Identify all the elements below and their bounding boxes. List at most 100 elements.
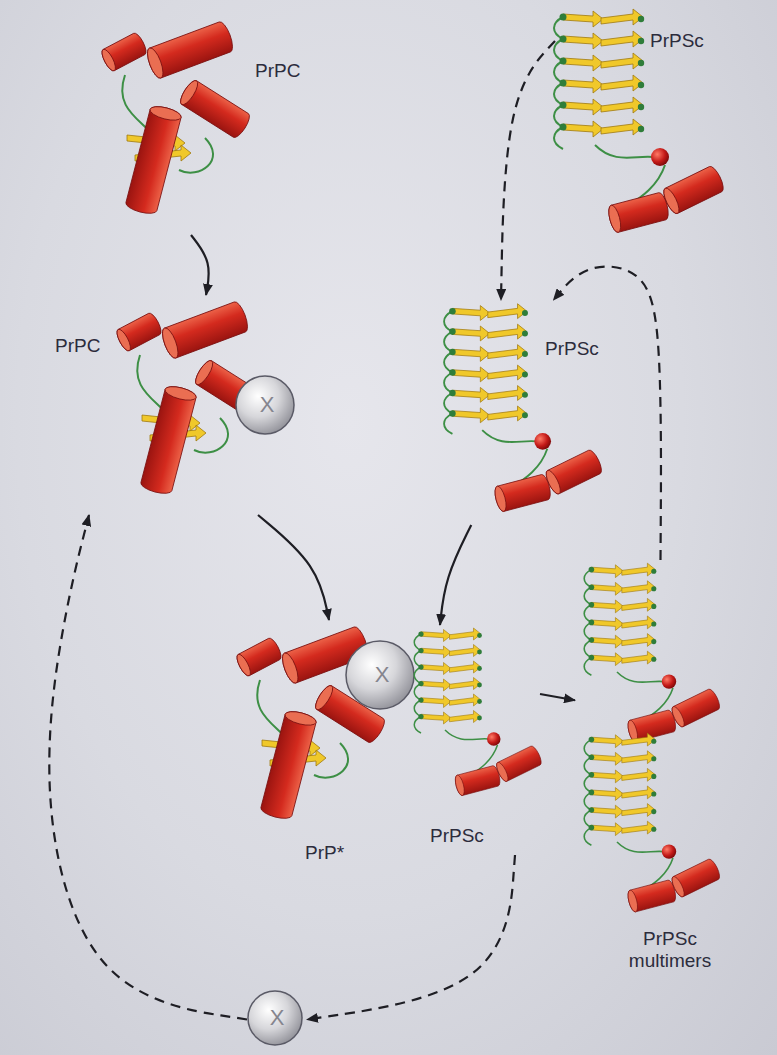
helix-cylinder — [234, 636, 283, 677]
beta-strand — [563, 121, 603, 137]
helix-body — [234, 636, 283, 677]
loop-line — [584, 622, 591, 640]
loop-line — [584, 587, 591, 605]
beta-strand — [591, 752, 623, 765]
helix-cap — [149, 104, 183, 123]
helix-cap — [661, 186, 682, 215]
beta-strand — [622, 651, 656, 664]
residue-dot — [638, 104, 644, 110]
beta-strand — [450, 678, 482, 690]
helix-cap — [114, 327, 133, 352]
beta-strand — [591, 805, 623, 818]
helix-cylinder — [260, 709, 318, 821]
helix-cap — [234, 652, 253, 677]
helix-body — [670, 688, 722, 729]
beta-strand — [421, 712, 451, 724]
red-ball — [662, 674, 676, 688]
beta-strand — [622, 598, 656, 611]
beta-strand — [488, 324, 527, 339]
beta-strand — [488, 304, 527, 319]
protein-structure — [99, 20, 252, 216]
helix-body — [178, 78, 253, 140]
beta-strand — [601, 9, 643, 25]
prion-protein: PrPSc multimers — [575, 560, 765, 985]
protein-x-sphere: X — [235, 375, 299, 438]
helix-cylinder — [670, 688, 722, 729]
residue-dot — [477, 683, 482, 688]
loop-line — [554, 127, 563, 149]
residue-dot — [589, 655, 595, 661]
beta-strand — [622, 581, 656, 594]
red-ball — [662, 844, 676, 858]
residue-dot — [522, 371, 528, 377]
beta-strand — [452, 367, 489, 382]
residue-dot — [522, 412, 528, 418]
helix-cylinder — [178, 78, 253, 140]
red-ball — [534, 433, 551, 450]
residue-dot — [418, 648, 423, 653]
helix-cap — [670, 705, 687, 729]
residue-dot — [477, 699, 482, 704]
residue-dot — [651, 739, 656, 744]
residue-dot — [522, 392, 528, 398]
beta-strand — [591, 770, 623, 783]
protein-label: PrPSc — [430, 825, 484, 847]
helix-body — [606, 191, 670, 233]
beta-strand — [622, 804, 656, 817]
residue-dot — [418, 714, 423, 719]
prion-protein: PrPSc — [445, 300, 620, 525]
beta-strand — [563, 99, 603, 115]
helix-cylinder — [543, 448, 604, 496]
protein-label: PrPSc — [650, 30, 704, 52]
helix-cylinder — [606, 191, 670, 233]
helix-cap — [606, 204, 623, 234]
residue-dot — [477, 716, 482, 721]
residue-dot — [589, 637, 595, 643]
residue-dot — [589, 567, 595, 573]
beta-strand — [591, 653, 623, 666]
helix-cap — [494, 761, 510, 783]
beta-strand — [452, 387, 489, 402]
residue-dot — [477, 633, 482, 638]
beta-strand — [421, 696, 451, 708]
residue-dot — [651, 756, 656, 761]
residue-dot — [560, 58, 567, 65]
helix-body — [661, 164, 726, 215]
residue-dot — [589, 754, 595, 760]
beta-strand — [488, 406, 527, 421]
protein-x-sphere: X — [345, 640, 419, 713]
residue-dot — [589, 825, 595, 831]
protein-x-sphere: X — [247, 990, 307, 1049]
helix-cap — [159, 326, 181, 360]
residue-dot — [449, 390, 456, 397]
helix-body — [260, 709, 318, 821]
helix-body — [493, 473, 553, 512]
beta-strand — [452, 326, 489, 341]
residue-dot — [589, 790, 595, 796]
helix-cylinder — [114, 311, 163, 352]
loop-line — [584, 828, 591, 846]
beta-strand — [421, 646, 451, 658]
loop-line — [617, 672, 663, 682]
helix-cap — [279, 651, 301, 685]
residue-dot — [449, 308, 456, 315]
protein-x-label: X — [345, 640, 419, 710]
residue-dot — [418, 664, 423, 669]
protein-illustration — [575, 560, 765, 985]
residue-dot — [560, 124, 567, 131]
loop-line — [554, 83, 563, 105]
helix-body — [159, 300, 250, 360]
protein-label: PrPC — [55, 335, 100, 357]
residue-dot — [651, 586, 656, 591]
conversion-arrow — [440, 525, 471, 625]
beta-strand — [421, 663, 451, 675]
beta-strand — [622, 634, 656, 647]
protein-structure — [584, 563, 722, 743]
residue-dot — [651, 621, 656, 626]
helix-cap — [144, 46, 166, 80]
helix-cylinder — [454, 765, 502, 797]
helix-body — [454, 765, 502, 797]
loop-line — [414, 684, 421, 701]
helix-cap — [178, 78, 201, 107]
protein-structure — [554, 9, 726, 234]
